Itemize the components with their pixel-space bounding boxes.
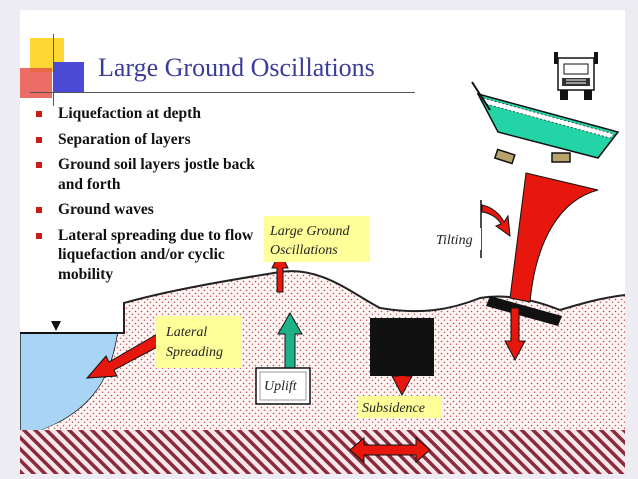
bullet-item: Ground soil layers jostle back and forth [36, 155, 276, 194]
bullet-text: Lateral spreading due to flow liquefacti… [58, 226, 254, 283]
bullet-list: Liquefaction at depth Separation of laye… [36, 104, 276, 290]
tilting-structure-sinking-arrow [504, 307, 526, 362]
subsiding-block [370, 318, 434, 376]
tilting-structure [486, 172, 599, 326]
bullet-marker [36, 136, 42, 143]
uplift-box [255, 367, 311, 405]
bullet-item: Lateral spreading due to flow liquefacti… [36, 226, 276, 285]
tray-support-block [551, 152, 571, 163]
deep-layer [20, 430, 625, 474]
ground-surface-line [118, 270, 625, 334]
lateral-spreading-label-line1: Lateral [165, 325, 207, 340]
uplift-label: Uplift [264, 379, 298, 394]
bullet-marker [36, 232, 42, 239]
ground-diagram: Large Ground Oscillations Tilting Latera… [20, 52, 625, 474]
foundation-slab [486, 296, 562, 326]
tilting-label-bg [433, 228, 481, 250]
tilted-tray [471, 81, 620, 159]
large-ground-label-bg [264, 216, 370, 262]
water-level-triangle-icon [51, 321, 61, 331]
bullet-text: Ground waves [58, 201, 154, 218]
bullet-marker [36, 162, 42, 168]
bullet-item: Liquefaction at depth [36, 104, 276, 124]
bullet-marker [36, 207, 42, 213]
tilting-label: Tilting [436, 233, 473, 248]
soil-layer [20, 271, 625, 438]
corner-blue-square [54, 62, 84, 92]
lateral-spreading-label-bg [156, 316, 242, 368]
horizontal-oscillation-arrow [349, 436, 431, 464]
bullet-item: Separation of layers [36, 130, 276, 150]
corner-red-square [20, 68, 52, 98]
tray-support-block [493, 148, 516, 165]
bullet-text: Separation of layers [58, 130, 191, 148]
page-title: Large Ground Oscillations [98, 53, 375, 82]
large-ground-label-line2: Oscillations [270, 243, 338, 258]
tilting-arrow [481, 204, 511, 238]
bullet-text: Ground soil layers jostle back and forth [58, 156, 255, 193]
subsidence-label-bg [358, 396, 442, 418]
subsidence-label: Subsidence [362, 401, 425, 416]
title-underline [30, 92, 415, 93]
truck-icon [554, 52, 598, 100]
slide: Large Ground Oscillations Liquefaction a… [20, 10, 625, 474]
bullet-item: Ground waves [36, 200, 276, 220]
uplift-arrow [277, 311, 303, 369]
large-ground-label-line1: Large Ground [269, 224, 350, 239]
lateral-spreading-label-line2: Spreading [166, 345, 223, 360]
corner-vertical-line [53, 34, 54, 106]
bullet-marker [36, 111, 42, 117]
bullet-text: Liquefaction at depth [58, 105, 201, 122]
